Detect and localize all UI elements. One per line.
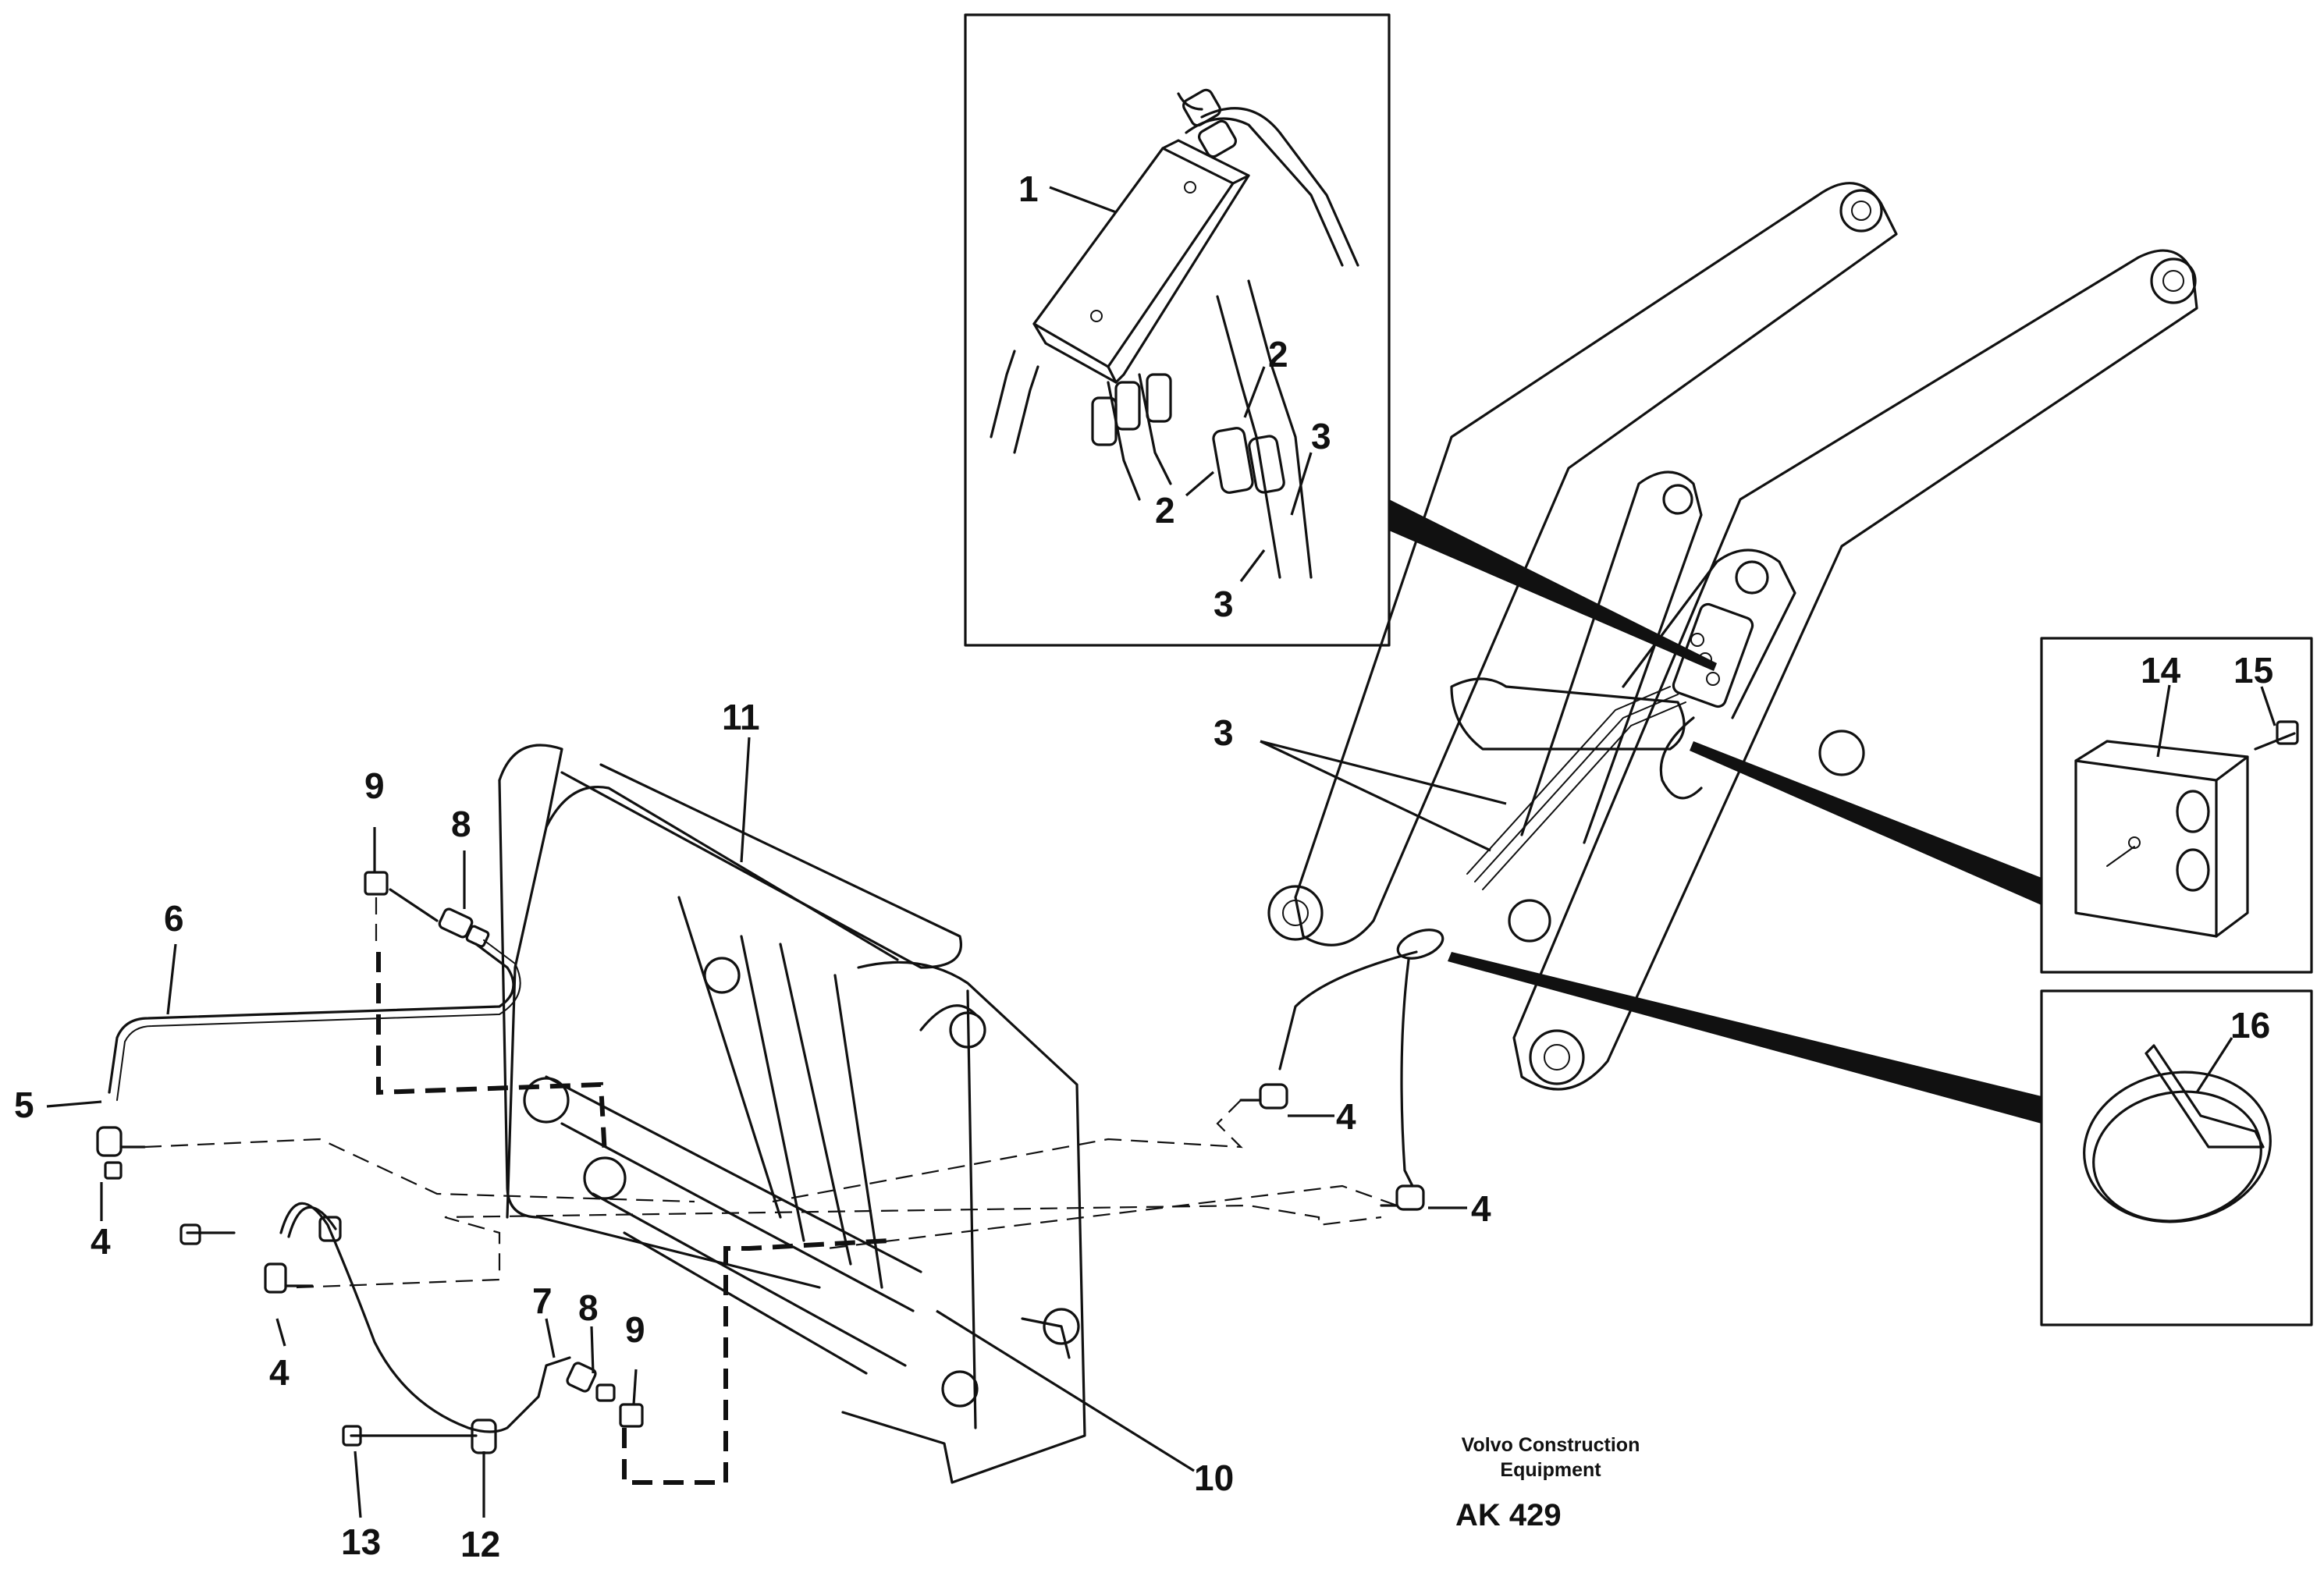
inset-valve-block bbox=[964, 13, 1391, 647]
callout-13: 13 bbox=[341, 1522, 381, 1562]
company-name-line2: Equipment bbox=[1500, 1459, 1601, 1481]
callout-12: 12 bbox=[460, 1524, 500, 1564]
callout-7: 7 bbox=[532, 1280, 553, 1321]
callout-4-left-lower: 4 bbox=[269, 1352, 290, 1393]
drawing-code: AK 429 bbox=[1455, 1498, 1562, 1532]
inset-cable-tie bbox=[2040, 989, 2313, 1326]
callout-3-arm: 3 bbox=[1214, 712, 1234, 753]
callout-6: 6 bbox=[164, 898, 184, 939]
callout-leaders bbox=[46, 186, 2276, 1518]
callout-2-upper: 2 bbox=[1268, 334, 1288, 375]
callout-15: 15 bbox=[2233, 650, 2273, 691]
company-name-line1: Volvo Construction bbox=[1462, 1434, 1640, 1456]
hose-routing bbox=[96, 871, 1425, 1485]
callout-16: 16 bbox=[2230, 1005, 2270, 1046]
callout-3-inset-lower: 3 bbox=[1214, 584, 1234, 624]
inset-clamp-block bbox=[2040, 637, 2313, 974]
callout-11: 11 bbox=[722, 697, 760, 737]
callout-10: 10 bbox=[1194, 1458, 1234, 1498]
callout-labels: 1 2 2 3 3 3 4 4 4 4 5 6 7 8 8 9 9 10 11 … bbox=[14, 169, 2273, 1564]
footer-block: Volvo Construction Equipment AK 429 bbox=[1455, 1434, 1640, 1532]
callout-9-upper: 9 bbox=[364, 765, 385, 806]
callout-8-lower: 8 bbox=[578, 1287, 599, 1328]
callout-5: 5 bbox=[14, 1085, 34, 1125]
callout-1: 1 bbox=[1018, 169, 1039, 209]
callout-4-right-upper: 4 bbox=[1336, 1096, 1356, 1137]
callout-14: 14 bbox=[2141, 650, 2181, 691]
callout-9-lower: 9 bbox=[625, 1309, 645, 1350]
callout-8-upper: 8 bbox=[451, 804, 471, 844]
callout-2-lower: 2 bbox=[1155, 490, 1175, 531]
lift-arm-assembly bbox=[1267, 182, 2198, 1188]
callout-4-left-upper: 4 bbox=[91, 1221, 111, 1262]
attachment-bracket bbox=[498, 744, 1086, 1484]
callout-3-inset-upper: 3 bbox=[1311, 416, 1331, 456]
callout-4-right-lower: 4 bbox=[1471, 1188, 1491, 1229]
